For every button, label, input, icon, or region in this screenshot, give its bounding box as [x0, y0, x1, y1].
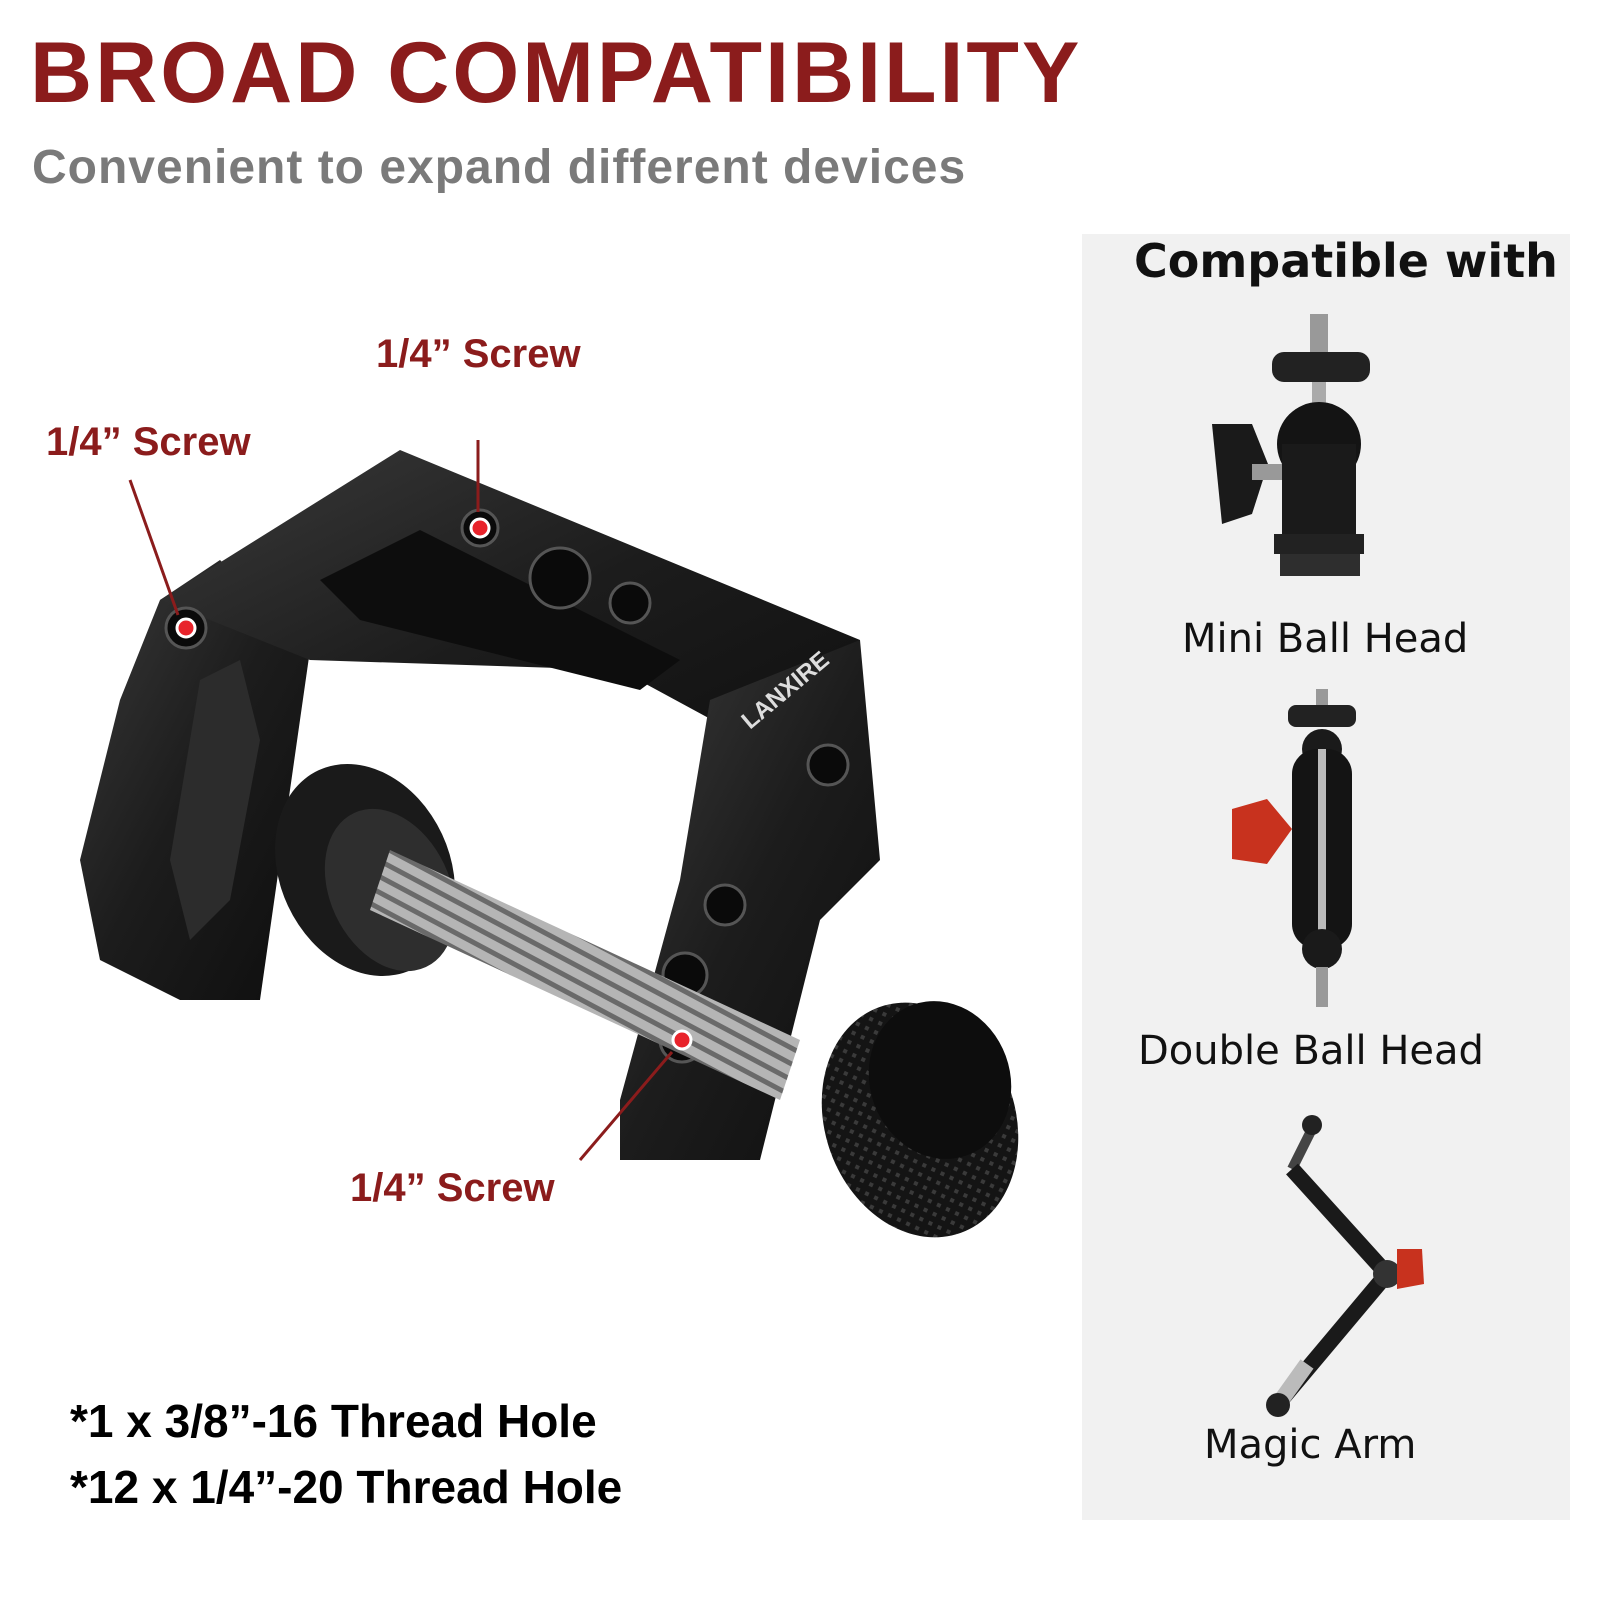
mini-ball-head-icon	[1212, 314, 1432, 594]
spec-line-2: *12 x 1/4”-20 Thread Hole	[70, 1461, 623, 1513]
c-clamp-image: LANXIRE	[60, 440, 1040, 1320]
magic-arm-label: Magic Arm	[1204, 1422, 1417, 1468]
page-title: BROAD COMPATIBILITY	[30, 25, 1083, 121]
callout-top-screw-label: 1/4” Screw	[376, 332, 581, 376]
double-ball-head-icon	[1212, 689, 1432, 1009]
magic-arm-icon	[1212, 1109, 1452, 1429]
mini-ball-head-label: Mini Ball Head	[1182, 616, 1469, 662]
c-clamp-drawing: LANXIRE	[80, 440, 1019, 1238]
double-ball-head-label: Double Ball Head	[1138, 1028, 1484, 1074]
panel-heading: Compatible with	[1134, 234, 1558, 288]
compatibility-panel: Compatible with Mini Ball Head Double	[1082, 234, 1570, 1520]
spec-line-1: *1 x 3/8”-16 Thread Hole	[70, 1395, 597, 1447]
page-subtitle: Convenient to expand different devices	[32, 141, 967, 194]
callout-bottom-screw-label: 1/4” Screw	[350, 1166, 555, 1210]
callout-left-screw-label: 1/4” Screw	[46, 420, 251, 464]
